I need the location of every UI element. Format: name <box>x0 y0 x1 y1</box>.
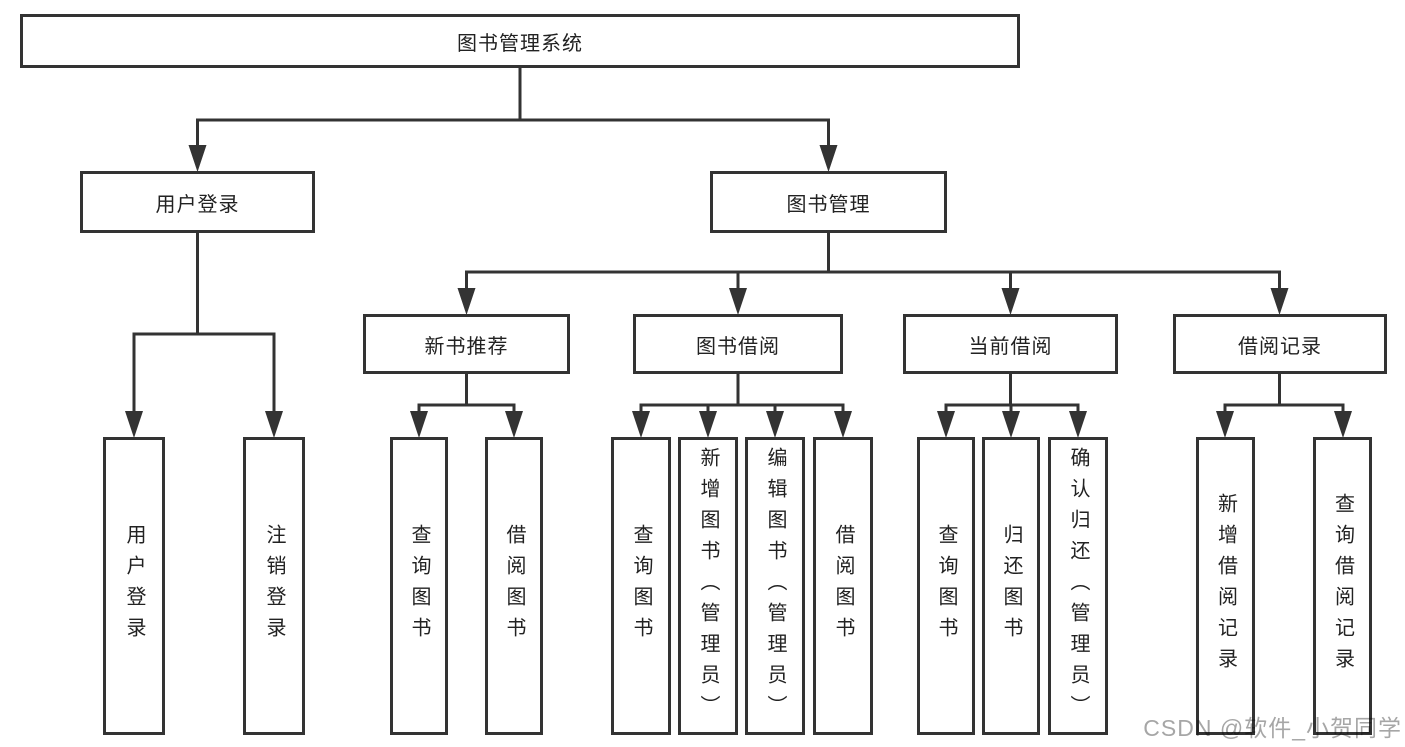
leaf-add-borrow-record: 新增借阅记录 <box>1196 437 1255 735</box>
leaf-query-book-1-label: 查询图书 <box>408 524 430 648</box>
arrow-down-icon <box>729 288 747 315</box>
node-root-label: 图书管理系统 <box>457 32 583 55</box>
node-root: 图书管理系统 <box>20 14 1020 68</box>
node-new-book-recommend-label: 新书推荐 <box>424 335 509 358</box>
arrow-down-icon <box>188 145 207 172</box>
leaf-edit-book-admin-label: 编辑图书（管理员） <box>764 446 786 726</box>
leaf-confirm-return-admin-label: 确认归还（管理员） <box>1067 446 1089 726</box>
arrow-down-icon <box>410 411 428 438</box>
leaf-query-book-3-label: 查询图书 <box>935 524 957 648</box>
arrow-down-icon <box>766 411 784 438</box>
node-borrow-record: 借阅记录 <box>1173 314 1387 374</box>
leaf-query-book-1: 查询图书 <box>390 437 448 735</box>
node-book-borrow-label: 图书借阅 <box>696 335 780 358</box>
leaf-add-book-admin: 新增图书（管理员） <box>678 437 738 735</box>
arrow-down-icon <box>632 411 650 438</box>
leaf-query-borrow-record-label: 查询借阅记录 <box>1331 493 1354 679</box>
leaf-borrow-book-1-label: 借阅图书 <box>503 524 525 648</box>
leaf-borrow-book-2: 借阅图书 <box>813 437 873 735</box>
leaf-query-borrow-record: 查询借阅记录 <box>1313 437 1372 735</box>
connector-bookborrow-to-leaves <box>639 372 845 416</box>
arrow-down-icon <box>505 411 523 438</box>
leaf-confirm-return-admin: 确认归还（管理员） <box>1048 437 1108 735</box>
arrow-down-icon <box>1001 288 1020 315</box>
arrow-down-icon <box>819 145 838 172</box>
leaf-edit-book-admin: 编辑图书（管理员） <box>745 437 805 735</box>
connector-borrowrecord-to-leaves <box>1223 372 1345 416</box>
leaf-borrow-book-1: 借阅图书 <box>485 437 543 735</box>
arrow-down-icon <box>457 288 476 315</box>
node-new-book-recommend: 新书推荐 <box>363 314 570 374</box>
arrow-down-icon <box>834 411 852 438</box>
leaf-borrow-book-2-label: 借阅图书 <box>832 524 854 648</box>
connector-currentborrow-to-leaves <box>944 372 1080 416</box>
csdn-watermark: CSDN @软件_小贺同学 <box>1143 715 1402 741</box>
leaf-logout-label: 注销登录 <box>263 524 285 648</box>
node-book-management: 图书管理 <box>710 171 947 233</box>
connector-bookmgmt-to-level3 <box>465 231 1281 293</box>
leaf-return-book-label: 归还图书 <box>1000 524 1022 648</box>
leaf-query-book-3: 查询图书 <box>917 437 975 735</box>
arrow-down-icon <box>265 411 283 438</box>
connector-newbook-to-leaves <box>417 372 516 416</box>
connector-userlogin-to-leaves <box>132 231 276 416</box>
arrow-down-icon <box>1216 411 1234 438</box>
node-book-management-label: 图书管理 <box>786 193 871 216</box>
node-user-login-label: 用户登录 <box>155 193 240 216</box>
leaf-query-book-2-label: 查询图书 <box>630 524 652 648</box>
leaf-add-book-admin-label: 新增图书（管理员） <box>697 446 719 726</box>
leaf-query-book-2: 查询图书 <box>611 437 671 735</box>
arrow-down-icon <box>937 411 955 438</box>
node-user-login: 用户登录 <box>80 171 315 233</box>
connector-root-to-level2 <box>196 66 830 150</box>
arrow-down-icon <box>699 411 717 438</box>
arrow-down-icon <box>1002 411 1020 438</box>
node-current-borrow: 当前借阅 <box>903 314 1118 374</box>
arrow-down-icon <box>125 411 143 438</box>
leaf-user-login: 用户登录 <box>103 437 165 735</box>
arrow-down-icon <box>1069 411 1087 438</box>
arrow-down-icon <box>1270 288 1289 315</box>
leaf-return-book: 归还图书 <box>982 437 1040 735</box>
leaf-add-borrow-record-label: 新增借阅记录 <box>1214 493 1237 679</box>
node-book-borrow: 图书借阅 <box>633 314 843 374</box>
arrow-down-icon <box>1334 411 1352 438</box>
leaf-user-login-label: 用户登录 <box>123 524 145 648</box>
leaf-logout: 注销登录 <box>243 437 305 735</box>
arrowheads <box>125 145 1352 438</box>
node-current-borrow-label: 当前借阅 <box>968 335 1053 358</box>
node-borrow-record-label: 借阅记录 <box>1238 335 1322 358</box>
